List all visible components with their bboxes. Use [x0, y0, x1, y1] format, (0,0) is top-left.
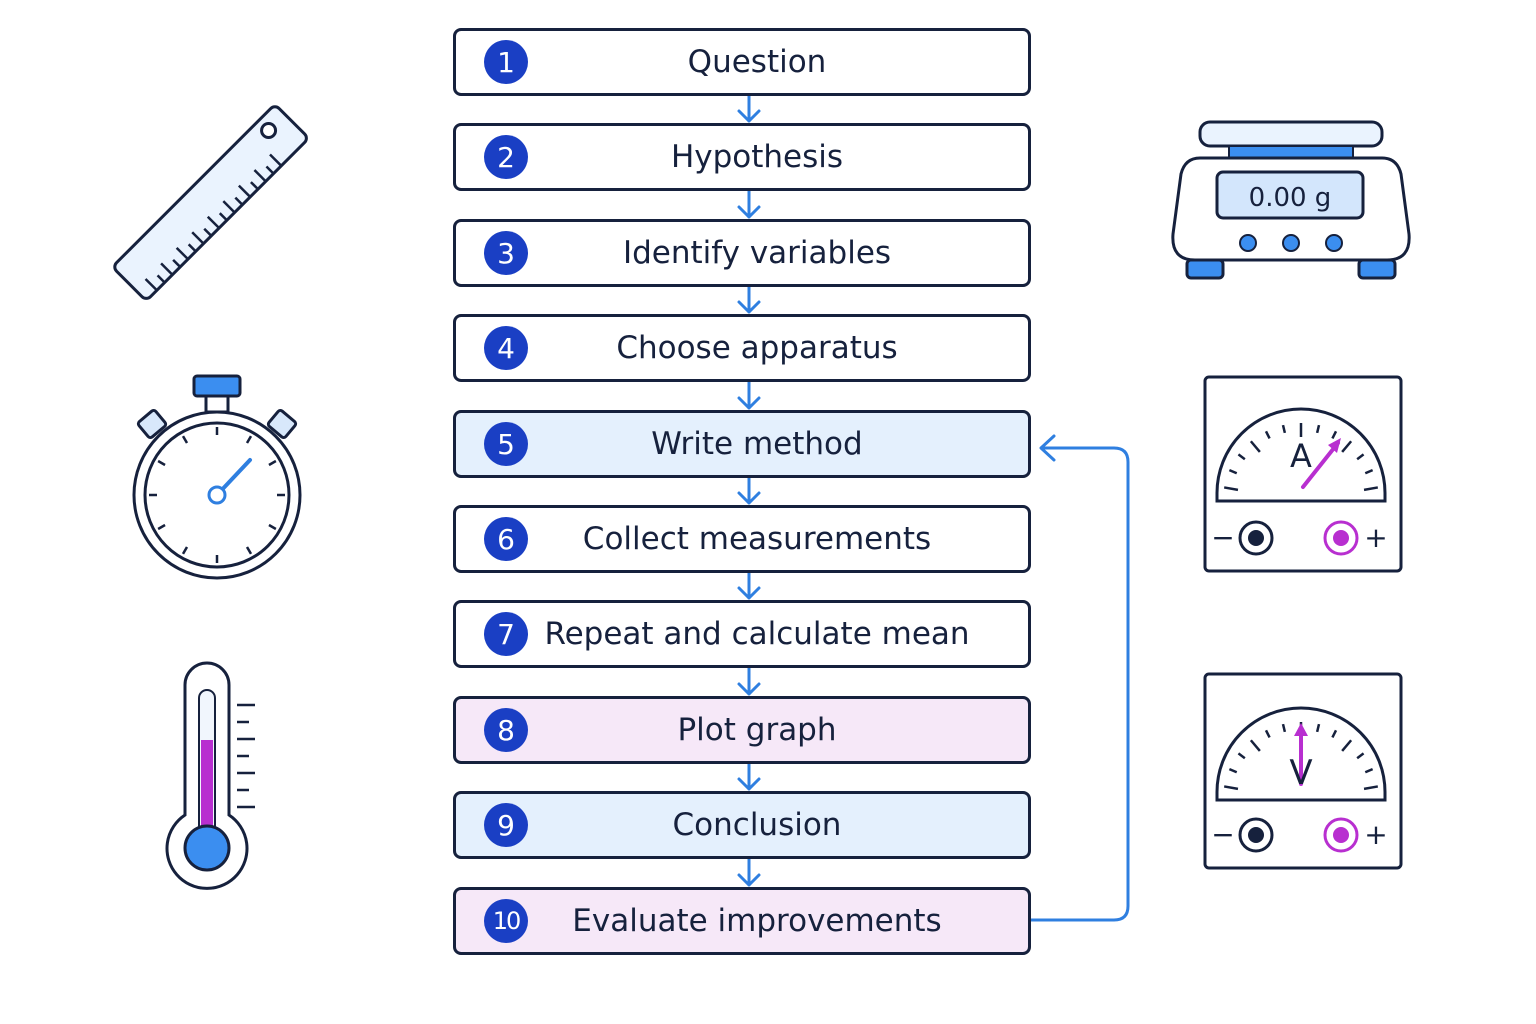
flow-arrow [737, 476, 761, 505]
step-arrows [737, 94, 761, 887]
step-label: Evaluate improvements [572, 903, 942, 939]
step-box-2: 2 Hypothesis [453, 123, 1031, 191]
ammeter-unit: A [1290, 437, 1312, 475]
step-label: Collect measurements [582, 521, 932, 557]
flow-arrow [737, 189, 761, 219]
step-box-5: 5 Write method [453, 410, 1031, 478]
ammeter-plus: + [1364, 521, 1387, 554]
balance-display: 0.00 g [1249, 183, 1332, 213]
step-box-9: 9 Conclusion [453, 791, 1031, 859]
flow-arrow [737, 762, 761, 791]
ammeter-icon: A − + [1203, 375, 1403, 573]
step-box-6: 6 Collect measurements [453, 505, 1031, 573]
step-number-badge: 1 [484, 40, 528, 84]
thermometer-icon [165, 661, 255, 890]
step-number-badge: 6 [484, 517, 528, 561]
flow-arrow [737, 285, 761, 314]
step-box-4: 4 Choose apparatus [453, 314, 1031, 382]
flow-arrow [737, 857, 761, 887]
flow-arrow [737, 380, 761, 410]
ruler-icon [113, 105, 308, 300]
flow-arrow [737, 666, 761, 696]
step-number-badge: 5 [484, 422, 528, 466]
step-label: Hypothesis [670, 139, 844, 175]
flow-arrow [737, 94, 761, 123]
voltmeter-unit: V [1289, 753, 1312, 793]
step-label: Choose apparatus [616, 330, 898, 366]
voltmeter-icon: V − + [1203, 672, 1403, 870]
step-number-badge: 7 [484, 612, 528, 656]
step-box-3: 3 Identify variables [453, 219, 1031, 287]
balance-icon: 0.00 g [1171, 120, 1411, 280]
step-label: Write method [651, 426, 863, 462]
step-number-badge: 4 [484, 326, 528, 370]
feedback-loop-arrow [1031, 446, 1130, 922]
step-label: Plot graph [677, 712, 837, 748]
voltmeter-plus: + [1364, 818, 1387, 851]
step-label: Identify variables [622, 235, 892, 271]
step-box-8: 8 Plot graph [453, 696, 1031, 764]
stopwatch-icon [132, 374, 302, 580]
step-number-badge: 9 [484, 803, 528, 847]
step-label: Question [687, 44, 827, 80]
flow-arrow [737, 571, 761, 600]
step-label: Conclusion [672, 807, 842, 843]
feedback-loop-arrowhead [1039, 434, 1056, 462]
step-number-badge: 2 [484, 135, 528, 179]
step-label: Repeat and calculate mean [544, 616, 970, 652]
step-box-1: 1 Question [453, 28, 1031, 96]
step-number-badge: 10 [484, 899, 528, 943]
step-number-badge: 8 [484, 708, 528, 752]
ammeter-minus: − [1211, 521, 1234, 554]
step-number-badge: 3 [484, 231, 528, 275]
voltmeter-minus: − [1211, 818, 1234, 851]
step-box-7: 7 Repeat and calculate mean [453, 600, 1031, 668]
step-box-10: 10 Evaluate improvements [453, 887, 1031, 955]
